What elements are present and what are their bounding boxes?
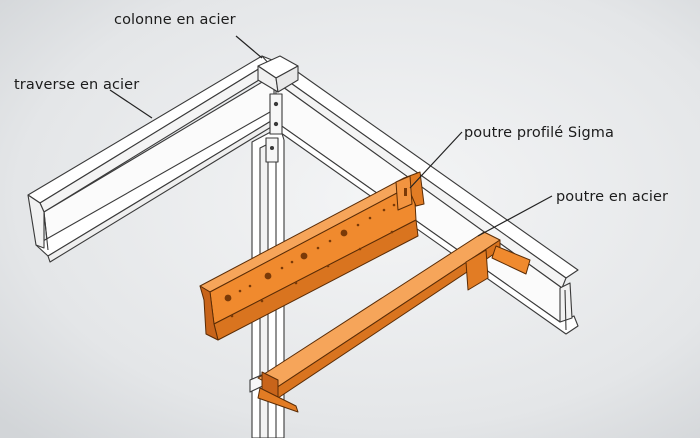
leader-lines (109, 35, 553, 237)
leader-sigma (409, 131, 463, 189)
label-column: colonne en acier (114, 12, 236, 28)
label-steel-beam: poutre en acier (556, 189, 669, 205)
label-crossbeam: traverse en acier (14, 77, 140, 93)
leader-column (235, 35, 263, 59)
steel-beam (257, 231, 531, 413)
steel-crossbeam-left (27, 55, 277, 263)
sigma-profile-beam (199, 171, 425, 341)
sigma-beam-holes (224, 188, 407, 318)
column-cap-plate (257, 55, 299, 163)
label-sigma-beam: poutre profilé Sigma (464, 125, 614, 141)
leader-crossbeam (109, 89, 153, 119)
leader-steel-beam (477, 195, 553, 237)
